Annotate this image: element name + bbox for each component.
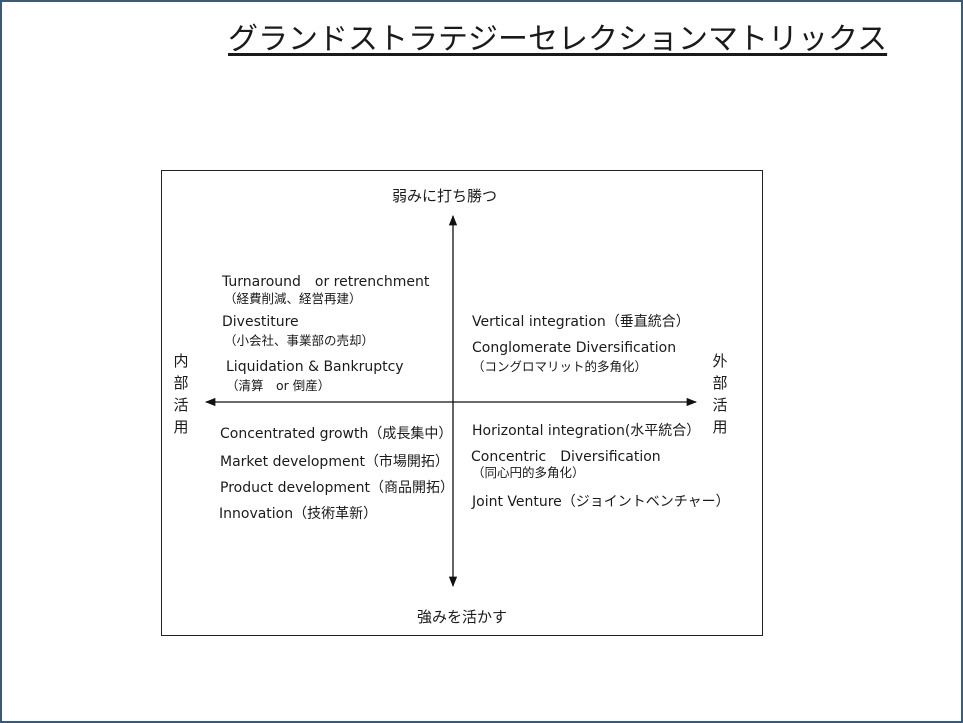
strategy-joint-venture: Joint Venture（ジョイントベンチャー）: [472, 494, 730, 510]
strategy-concentric-note: （同心円的多角化）: [472, 465, 585, 480]
axis-label-right: 外部活用: [712, 352, 728, 436]
matrix-box: [161, 170, 763, 636]
strategy-turnaround-note: （経費削減、経営再建）: [224, 291, 362, 306]
strategy-liquidation-note: （清算 or 倒産）: [226, 378, 331, 393]
axis-label-left: 内部活用: [173, 352, 189, 436]
strategy-concentrated-growth: Concentrated growth（成長集中）: [220, 426, 453, 442]
strategy-liquidation: Liquidation & Bankruptcy: [226, 359, 404, 375]
strategy-product-development: Product development（商品開拓）: [220, 480, 454, 496]
strategy-market-development: Market development（市場開拓）: [220, 454, 449, 470]
strategy-turnaround: Turnaround or retrenchment: [222, 274, 430, 290]
page-title: グランドストラテジーセレクションマトリックス: [228, 22, 888, 57]
strategy-vertical-integration: Vertical integration（垂直統合）: [472, 314, 690, 330]
strategy-conglomerate: Conglomerate Diversification: [472, 340, 677, 356]
strategy-divestiture-note: （小会社、事業部の売却）: [224, 333, 375, 348]
strategy-innovation: Innovation（技術革新）: [219, 506, 378, 522]
strategy-conglomerate-note: （コングロマリット的多角化）: [472, 359, 648, 374]
strategy-concentric: Concentric Diversification: [471, 449, 661, 465]
axis-label-top: 弱みに打ち勝つ: [392, 187, 498, 205]
axis-label-bottom: 強みを活かす: [417, 608, 508, 626]
strategy-horizontal-integration: Horizontal integration(水平統合）: [472, 423, 701, 439]
strategy-divestiture: Divestiture: [222, 314, 299, 330]
